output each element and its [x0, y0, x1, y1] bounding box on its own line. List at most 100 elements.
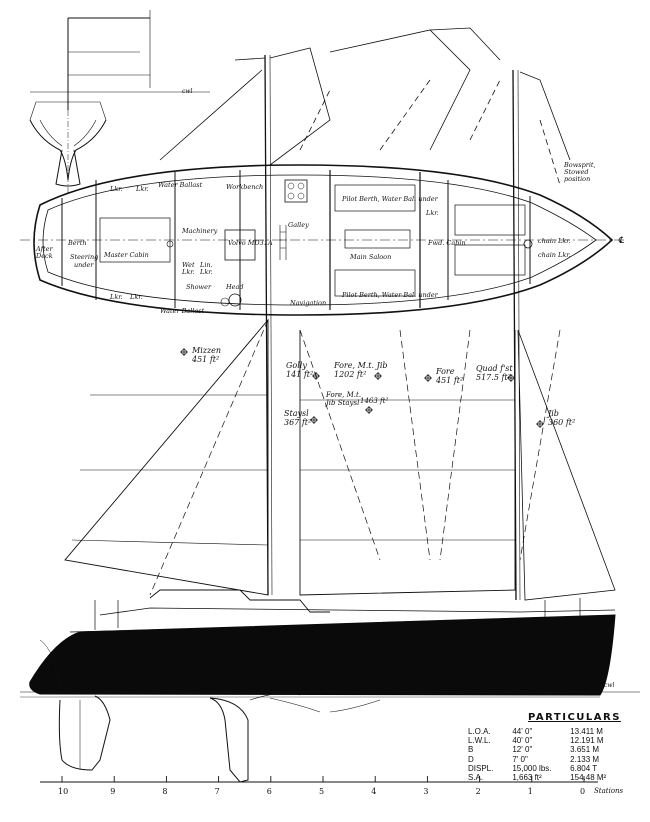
- particulars-cell: L.O.A.: [468, 727, 491, 736]
- label-water-ballast-top: Water Ballast: [158, 181, 203, 189]
- label-main-saloon: Main Saloon: [350, 253, 392, 261]
- sail-staysl-name: Staysl: [284, 409, 309, 418]
- particulars-cell: 40' 0": [512, 736, 533, 746]
- station-ticks: [61, 776, 585, 782]
- particulars-cell: 7' 0": [512, 754, 528, 764]
- particulars-row: L.W.L. 40' 0" 12.191 M: [468, 736, 628, 745]
- label-chain-locker-1: chain Lkr.: [538, 237, 571, 245]
- particulars-table: PARTICULARS L.O.A. 44' 0" 13.411 M L.W.L. 40…: [468, 712, 628, 782]
- sail-staysl-area: 367 ft²: [284, 417, 312, 427]
- station-label: 8: [162, 787, 168, 796]
- particulars-cell: S.A.: [468, 773, 484, 783]
- sail-fore-mtl-jib-name: Fore, M.t. Jib: [334, 361, 388, 370]
- label-shower: Shower: [186, 283, 212, 291]
- body-plan-section: [29, 10, 210, 195]
- label-steering: Steering: [70, 253, 99, 261]
- sail-mizzen: Mizzen 451 ft²: [192, 346, 222, 365]
- particulars-row: S.A. 1,663 ft² 154.48 M²: [468, 773, 628, 782]
- particulars-cell: 12.191 M: [570, 736, 604, 746]
- label-engine: Volvo MD31A: [228, 239, 273, 247]
- label-cwl-top: cwl: [182, 88, 193, 95]
- label-pilot-berth-bottom: Pilot Berth, Water Bal. under: [342, 291, 438, 299]
- label-fwd-cabin: Fwd. Cabin: [428, 239, 466, 247]
- particulars-cell: 13.411 M: [570, 727, 603, 736]
- sail-golly-area: 141 ft²: [286, 369, 314, 379]
- sail-jib: Jib 360 ft²: [548, 409, 576, 428]
- sail-fore: Fore 451 ft²: [436, 367, 464, 386]
- label-under: under: [74, 261, 94, 269]
- upper-sail-outlines: [159, 27, 571, 186]
- sail-quad-fst-area: 517.5 ft²: [476, 372, 511, 382]
- station-label: 7: [214, 787, 220, 796]
- station-label: 6: [266, 787, 272, 796]
- sail-jib-name: Jib: [548, 409, 559, 418]
- particulars-row: L.O.A. 44' 0" 13.411 M: [468, 727, 628, 736]
- sail-mizzen-name: Mizzen: [192, 346, 222, 355]
- particulars-cell: 44' 0": [512, 727, 533, 736]
- label-locker-5: Lkr.: [426, 209, 439, 217]
- station-label: 1: [527, 787, 533, 796]
- label-pilot-berth-top: Pilot Berth, Water Bal. under: [342, 195, 438, 203]
- label-locker-2: Lkr.: [136, 185, 149, 193]
- station-label: 10: [58, 787, 69, 796]
- particulars-cell: 154.48 M²: [570, 773, 607, 783]
- hull-topsides: [29, 614, 616, 696]
- particulars-rows: L.O.A. 44' 0" 13.411 M L.W.L. 40' 0" 12.191 M…: [468, 727, 628, 782]
- label-bowsprit: Bowsprit, Stowed position: [564, 161, 596, 183]
- particulars-cell: 12' 0": [512, 745, 533, 755]
- sail-quad-fst-name: Quad f'st: [476, 364, 513, 373]
- label-berth: Berth: [68, 239, 87, 247]
- label-workbench: Workbench: [226, 183, 264, 191]
- sail-fore-jib-staysl-name2: Jib Staysl: [326, 398, 360, 407]
- sail-quad-fst: Quad f'st 517.5 ft²: [476, 364, 513, 383]
- particulars-cell: DISPL.: [468, 763, 494, 773]
- label-galley: Galley: [288, 221, 309, 229]
- label-chain-locker-2: chain Lkr.: [538, 251, 571, 259]
- stations-suffix: Stations: [594, 787, 624, 795]
- station-label: 4: [371, 787, 377, 796]
- station-label: 2: [475, 787, 481, 796]
- deck-plan: [20, 164, 625, 316]
- particulars-cell: 3.651 M: [570, 745, 600, 755]
- label-locker-4: Lkr.: [130, 293, 143, 301]
- sail-fore-mtl-jib-area: 1202 ft²: [334, 369, 367, 379]
- label-navigation: Navigation: [290, 299, 327, 307]
- particulars-cell: L.W.L.: [468, 736, 491, 746]
- particulars-cell: 2.133 M: [570, 754, 600, 764]
- station-label: 5: [319, 787, 325, 796]
- label-after-deck: After Deck: [36, 245, 53, 260]
- sail-fore-jib-staysl: Fore, M.t. Jib Staysl 1463 ft²: [326, 391, 388, 407]
- sail-staysl: Staysl 367 ft²: [284, 409, 312, 428]
- station-label: 3: [423, 787, 429, 796]
- particulars-cell: 6.804 T: [570, 763, 598, 773]
- sail-fore-name: Fore: [436, 367, 455, 376]
- particulars-row: DISPL. 15,000 lbs. 6.804 T: [468, 764, 628, 773]
- particulars-row: D 7' 0" 2.133 M: [468, 755, 628, 764]
- label-head: Head: [226, 283, 244, 291]
- sail-fore-jib-staysl-name: Fore, M.t.: [326, 391, 362, 399]
- label-locker-3: Lkr.: [110, 293, 123, 301]
- label-wet-locker: Wet Lkr.: [182, 261, 195, 276]
- sail-golly: Golly 141 ft²: [286, 361, 314, 380]
- label-water-ballast-bottom: Water Ballast: [160, 307, 205, 315]
- particulars-title: PARTICULARS: [528, 712, 621, 723]
- sail-plan: [64, 318, 616, 601]
- sail-jib-area: 360 ft²: [548, 417, 576, 427]
- sail-golly-name: Golly: [286, 361, 307, 370]
- particulars-cell: B: [468, 745, 474, 755]
- label-master-cabin: Master Cabin: [104, 251, 149, 259]
- station-label: 9: [110, 787, 116, 796]
- sail-fore-area: 451 ft²: [436, 375, 464, 385]
- particulars-cell: 1,663 ft²: [512, 773, 542, 783]
- sail-mizzen-area: 451 ft²: [192, 354, 220, 364]
- particulars-cell: D: [468, 754, 474, 764]
- label-locker-1: Lkr.: [110, 185, 123, 193]
- station-label: 0: [580, 787, 586, 796]
- sail-fore-mtl-jib: Fore, M.t. Jib 1202 ft²: [334, 361, 388, 380]
- label-linen-locker: Lin. Lkr.: [200, 261, 213, 276]
- particulars-cell: 15,000 lbs.: [512, 763, 552, 773]
- particulars-row: B 12' 0" 3.651 M: [468, 745, 628, 754]
- label-centerline: ℄: [618, 236, 624, 246]
